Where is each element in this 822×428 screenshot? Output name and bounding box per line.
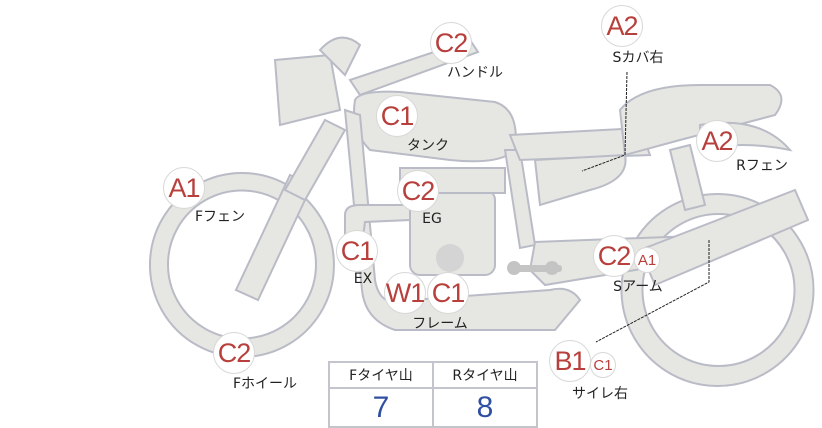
label-swing-arm: Sアーム	[613, 279, 663, 295]
tire-tread-table: Fタイヤ山 Rタイヤ山 7 8	[328, 361, 538, 428]
side-cover	[533, 153, 627, 207]
grade-badge-silencer-right: B1	[549, 340, 591, 382]
label-exhaust: EX	[353, 271, 373, 287]
frame	[343, 108, 582, 331]
label-engine: EG	[422, 211, 442, 227]
label-side-cover-right: Sカバ右	[612, 50, 664, 66]
label-silencer-right: サイレ右	[572, 386, 628, 402]
grade-badge-handle: C2	[430, 22, 472, 64]
grade-badge-frame-secondary: C1	[427, 272, 469, 314]
leader-line-side-cover	[581, 71, 628, 172]
grade-badge-engine: C2	[397, 170, 439, 212]
label-rear-fender: Rフェン	[736, 158, 788, 174]
grade-badge-silencer-right-secondary: C1	[590, 352, 616, 378]
label-front-fender: Fフェン	[194, 209, 246, 225]
label-frame: フレーム	[412, 316, 468, 332]
grade-badge-rear-fender: A2	[696, 120, 738, 162]
grade-badge-tank: C1	[376, 95, 418, 137]
front-tire-header: Fタイヤ山	[328, 361, 434, 389]
silencer	[638, 188, 810, 287]
grade-badge-front-wheel: C2	[213, 332, 255, 374]
rear-tire-header: Rタイヤ山	[432, 361, 538, 389]
grade-badge-exhaust: C1	[336, 230, 378, 272]
front-tire-value: 7	[328, 387, 434, 428]
grade-badge-swing-arm: C2	[593, 235, 635, 277]
grade-badge-swing-arm-secondary: A1	[634, 247, 660, 273]
label-tank: タンク	[407, 138, 449, 154]
rear-tire-value: 8	[432, 387, 538, 428]
label-handle: ハンドル	[447, 65, 503, 81]
grade-badge-front-fender: A1	[163, 167, 205, 209]
label-front-wheel: Fホイール	[232, 376, 298, 392]
seat	[618, 84, 783, 157]
leader-line-silencer	[595, 240, 710, 343]
grade-badge-side-cover-right: A2	[601, 5, 643, 47]
grade-badge-frame: W1	[384, 272, 426, 314]
